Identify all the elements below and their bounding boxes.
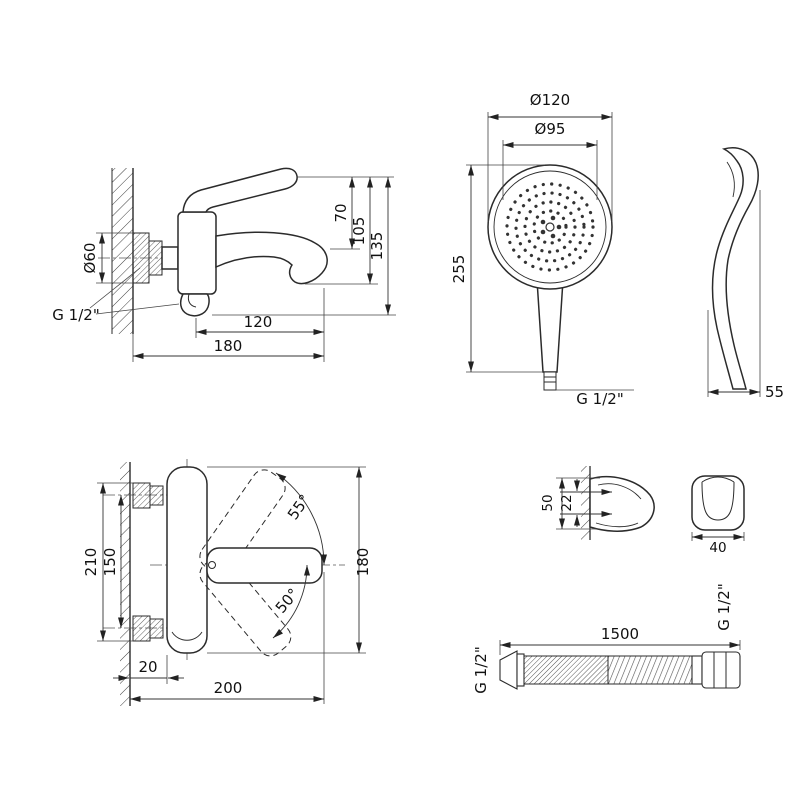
handset-profile xyxy=(711,147,759,390)
eccentric-section xyxy=(148,240,163,276)
dim-d95-label: Ø95 xyxy=(535,120,566,138)
shower-outlet-detail xyxy=(187,293,197,308)
dim-210: 210 xyxy=(82,482,133,642)
holder-profile-line-1 xyxy=(597,483,642,500)
shower-outlet xyxy=(179,293,210,317)
dim-40-label: 40 xyxy=(709,540,726,556)
g12-hose-left-label: G 1/2" xyxy=(472,646,490,693)
dim-d120-label: Ø120 xyxy=(530,91,570,109)
dim-d120: Ø120 xyxy=(487,91,613,222)
dim-55-label: 55 xyxy=(765,383,784,401)
dim-180-front-label: 180 xyxy=(354,548,372,577)
wall-hatch-front xyxy=(120,462,130,706)
dim-20-label: 20 xyxy=(138,658,157,676)
dim-d95: Ø95 xyxy=(502,120,598,200)
holder-cradle xyxy=(701,481,735,521)
g12-hose-right-label: G 1/2" xyxy=(715,583,733,630)
hose-segment-coarse xyxy=(607,655,693,685)
holder-wall-hatch xyxy=(581,466,590,540)
faucet-spout xyxy=(215,231,328,285)
dim-50-label: 50 xyxy=(540,494,556,511)
handset-head-rim xyxy=(493,170,607,284)
hose-nut-left xyxy=(499,650,518,690)
dim-20: 20 xyxy=(113,655,184,684)
connector-nut xyxy=(161,246,179,270)
dim-70: 70 xyxy=(297,176,394,250)
hose-collar-left xyxy=(516,653,525,687)
faucet-handle-side xyxy=(182,167,298,213)
dim-50: 50 xyxy=(540,477,600,530)
dim-22: 22 xyxy=(559,479,580,527)
view-shower-side: 55 xyxy=(707,147,784,401)
dim-55-depth: 55 xyxy=(707,190,784,401)
dim-1500: 1500 xyxy=(499,625,741,655)
dim-22-label: 22 xyxy=(559,494,575,511)
angle-50-label: 50° xyxy=(272,585,303,617)
callout-g12-handset: G 1/2" xyxy=(556,389,634,408)
spout-front-detail xyxy=(171,631,203,641)
faucet-body-front xyxy=(166,466,208,654)
handset-profile-face-line xyxy=(726,161,735,198)
view-faucet-front: 55° 50° 210 150 180 20 xyxy=(82,459,372,706)
dim-255: 255 xyxy=(450,164,545,373)
dim-120-label: 120 xyxy=(244,313,273,331)
dim-150: 150 xyxy=(101,495,124,628)
dim-210-label: 210 xyxy=(82,548,100,577)
view-shower-front: Ø120 Ø95 255 G 1/2" xyxy=(450,91,634,408)
hose-nut-right xyxy=(701,651,741,689)
dim-200: 200 xyxy=(130,572,325,704)
holder-front-outline xyxy=(691,475,745,531)
dim-105: 105 xyxy=(305,177,378,285)
view-holder-front: 40 xyxy=(691,475,745,556)
view-hose: 1500 G 1/2" G 1/2" xyxy=(472,583,741,694)
hose-collar-right xyxy=(691,655,703,685)
callout-g12-side: G 1/2" xyxy=(52,267,180,324)
dim-180-front: 180 xyxy=(207,466,372,654)
dim-40: 40 xyxy=(691,532,745,556)
spray-nozzle-pattern xyxy=(505,182,595,272)
dim-105-label: 105 xyxy=(350,217,368,246)
view-holder-side: 50 22 xyxy=(540,466,655,540)
faucet-handle-front xyxy=(206,547,323,584)
dim-180: 180 xyxy=(132,334,324,362)
dim-70-label: 70 xyxy=(332,203,350,222)
faucet-body-side xyxy=(177,211,217,295)
dim-120: 120 xyxy=(195,288,325,362)
holder-profile-line-2 xyxy=(595,522,639,528)
handset-handle xyxy=(536,279,564,373)
flange-section xyxy=(132,232,150,284)
dim-255-label: 255 xyxy=(450,255,468,284)
wall-hatch xyxy=(112,168,133,334)
dim-135: 135 xyxy=(212,177,396,316)
hose-segment-fine xyxy=(523,655,609,685)
dim-135-label: 135 xyxy=(368,232,386,261)
dim-d60-label: Ø60 xyxy=(81,243,99,274)
g12-side-label: G 1/2" xyxy=(52,306,99,324)
handle-pivot xyxy=(208,561,216,569)
dim-150-label: 150 xyxy=(101,548,119,577)
dim-1500-label: 1500 xyxy=(601,625,639,643)
dim-180-side-label: 180 xyxy=(214,337,243,355)
dim-200-label: 200 xyxy=(214,679,243,697)
dim-d60: Ø60 xyxy=(81,232,133,284)
g12-handset-label: G 1/2" xyxy=(576,390,623,408)
handset-nipple xyxy=(543,371,557,391)
holder-socket-opening xyxy=(701,476,735,483)
angle-55-label: 55° xyxy=(284,491,314,523)
view-faucet-side: 70 105 135 120 180 Ø60 xyxy=(52,167,396,362)
